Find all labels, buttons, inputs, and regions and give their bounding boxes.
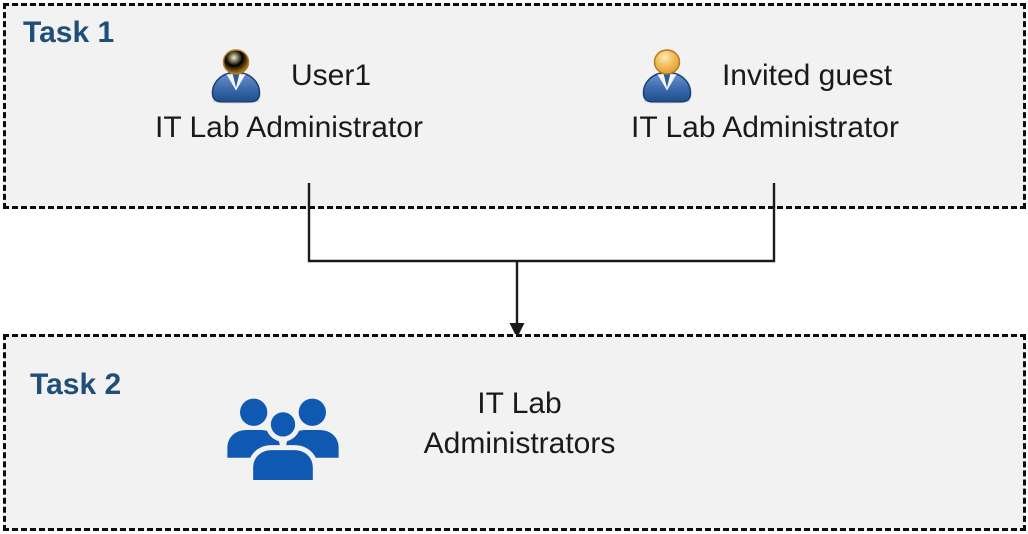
invited-guest-name: Invited guest <box>721 59 893 92</box>
invited-guest-row: Invited guest <box>638 47 892 105</box>
user1-block: User1 IT Lab Administrator <box>128 47 450 145</box>
user1-name: User1 <box>290 59 372 92</box>
user1-role: IT Lab Administrator <box>155 111 423 144</box>
user1-row: User1 <box>207 47 371 105</box>
task2-box <box>3 334 1026 531</box>
invited-guest-role: IT Lab Administrator <box>631 111 899 144</box>
task1-box <box>3 3 1026 209</box>
single-user-icon <box>638 47 696 105</box>
task1-label: Task 1 <box>23 16 115 49</box>
single-user-icon <box>207 47 265 105</box>
invited-guest-block: Invited guest IT Lab Administrator <box>580 47 950 145</box>
group-name: IT Lab Administrators <box>423 387 616 460</box>
task2-label: Task 2 <box>30 368 122 401</box>
